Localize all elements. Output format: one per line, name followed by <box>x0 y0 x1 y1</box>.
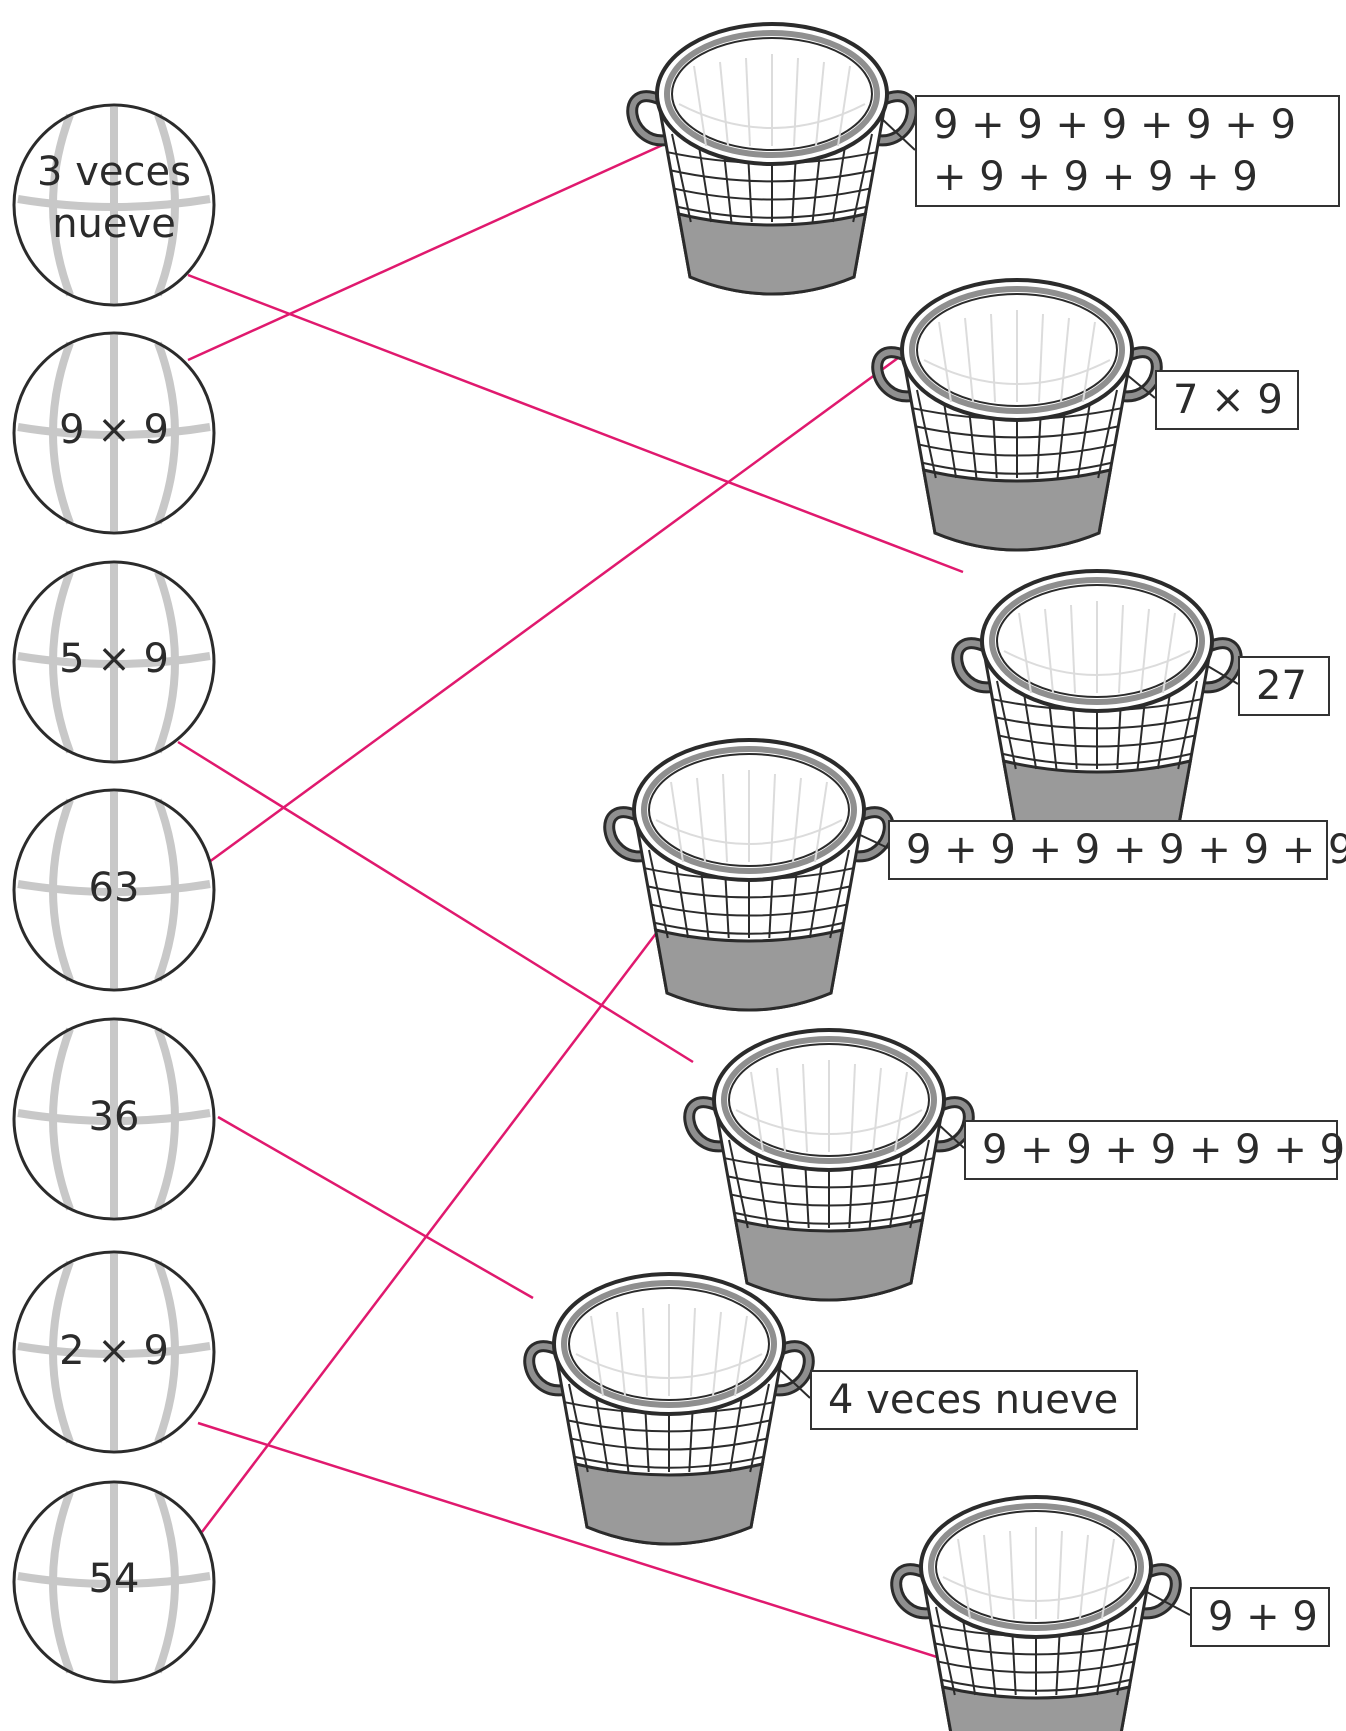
connection-lines <box>177 141 979 1672</box>
basket-tag-k5: 9 + 9 + 9 + 9 + 9 <box>964 1120 1345 1180</box>
ball-b5 <box>12 1017 216 1221</box>
ball-b7 <box>12 1480 216 1684</box>
basket-k7 <box>890 1495 1191 1731</box>
basket-k1 <box>626 22 918 296</box>
basket-k3 <box>951 569 1243 843</box>
ball-b2 <box>12 331 216 535</box>
ball-b1 <box>12 103 216 307</box>
ball-label-b5: 36 <box>88 1094 140 1140</box>
basket-k6 <box>523 1272 815 1546</box>
connection-b7-k4 <box>201 914 671 1533</box>
basket-tag-k2: 7 × 9 <box>1155 370 1299 430</box>
ball-label-b4: 63 <box>88 865 140 911</box>
ball-label-b2: 9 × 9 <box>59 407 169 453</box>
connection-b6-k7 <box>197 1421 979 1672</box>
basket-k2 <box>871 278 1163 552</box>
connection-b1-k3 <box>187 273 964 574</box>
ball-label-b3: 5 × 9 <box>59 636 169 682</box>
basket-tag-k4: 9 + 9 + 9 + 9 + 9 + 9 <box>888 820 1346 880</box>
basket-k5 <box>683 1028 975 1302</box>
connection-b3-k5 <box>177 740 694 1064</box>
basket-tag-k7: 9 + 9 <box>1190 1587 1330 1647</box>
ball-b3 <box>12 560 216 764</box>
ball-label-b6: 2 × 9 <box>59 1328 169 1374</box>
basket-tag-k3: 27 <box>1238 656 1330 716</box>
connection-b4-k2 <box>204 345 914 867</box>
basket-tag-k6: 4 veces nueve <box>810 1370 1138 1430</box>
ball-b4 <box>12 788 216 992</box>
baskets <box>523 22 1243 1731</box>
ball-b6 <box>12 1250 216 1454</box>
basket-tag-k1: 9 + 9 + 9 + 9 + 9+ 9 + 9 + 9 + 9 <box>915 95 1340 207</box>
basket-k4 <box>603 738 895 1012</box>
connection-b5-k6 <box>217 1115 534 1300</box>
connection-b2-k1 <box>187 141 668 362</box>
balls <box>12 103 216 1684</box>
ball-label-b7: 54 <box>88 1556 140 1602</box>
